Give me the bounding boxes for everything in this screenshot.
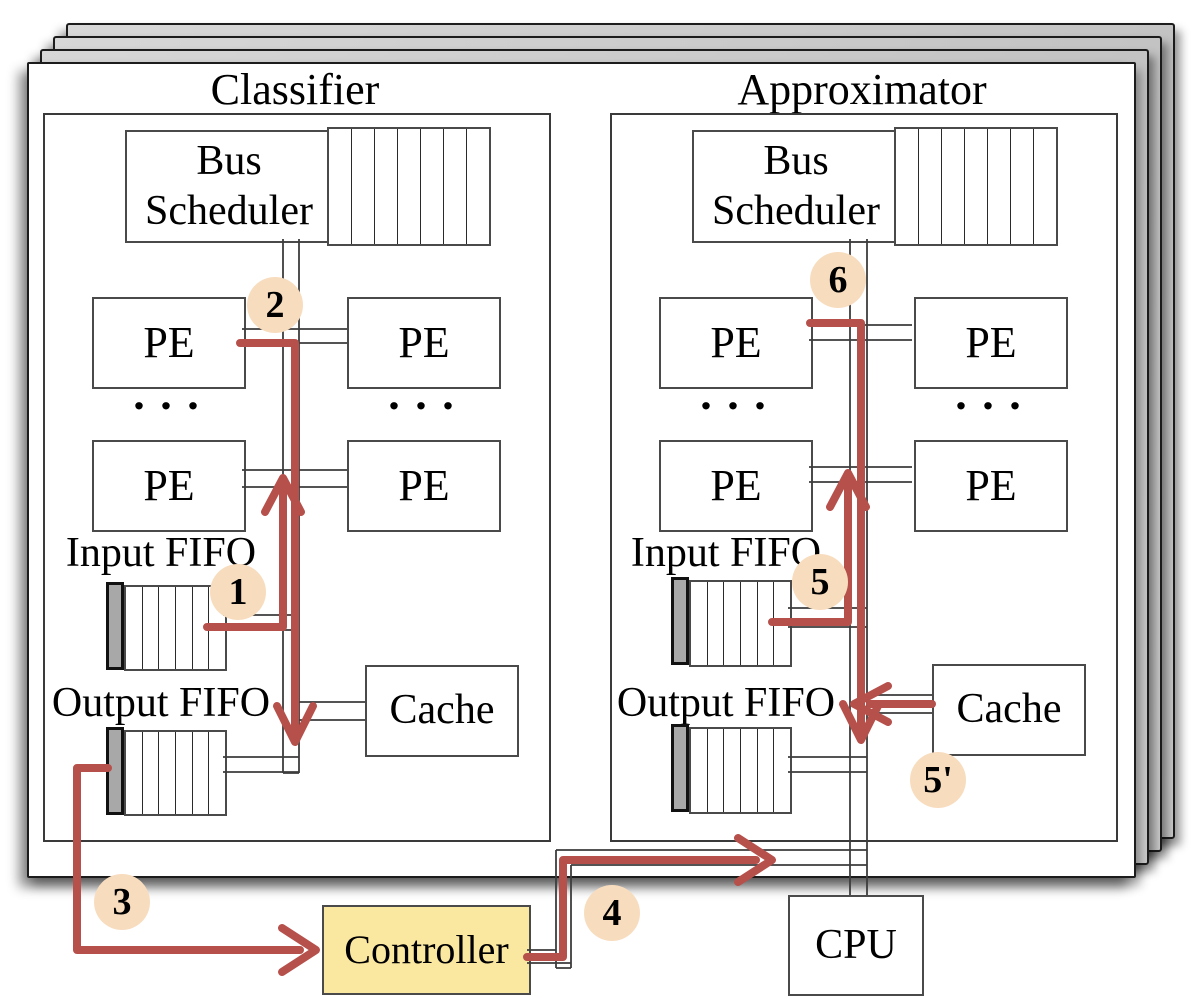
classifier-input-fifo-head <box>106 582 124 670</box>
classifier-cache: Cache <box>365 665 519 757</box>
approximator-ellipsis-left: . . . <box>700 368 768 419</box>
approximator-pe-bottom-left: PE <box>659 440 813 532</box>
approximator-pe-bottom-right: PE <box>914 440 1068 532</box>
step-badge-4: 4 <box>584 885 640 941</box>
queue-slot <box>421 129 444 244</box>
step-badge-2: 2 <box>247 277 303 333</box>
fifo-cell <box>741 729 758 812</box>
approximator-output-fifo-label: Output FIFO <box>616 680 836 726</box>
step-badge-6: 6 <box>810 252 866 308</box>
fifo-cell <box>691 729 708 812</box>
queue-slot <box>352 129 375 244</box>
queue-slot <box>988 129 1011 244</box>
fifo-cell <box>758 582 775 665</box>
queue-slot <box>467 129 489 244</box>
queue-slot <box>1011 129 1034 244</box>
fifo-cell <box>724 729 742 812</box>
fifo-cell <box>724 582 742 665</box>
classifier-output-fifo-head <box>106 727 124 815</box>
fifo-cell <box>126 732 143 814</box>
fifo-cell <box>176 732 193 814</box>
fifo-cell <box>143 587 160 669</box>
fifo-cell <box>193 732 210 814</box>
classifier-pe-top-left: PE <box>92 297 246 389</box>
step-badge-5-prime: 5' <box>910 752 966 808</box>
approximator-input-fifo-cells <box>689 580 792 667</box>
cpu-box: CPU <box>788 895 924 996</box>
step-badge-3: 3 <box>94 874 150 930</box>
classifier-ellipsis-left: . . . <box>133 368 201 419</box>
flow-3-arrowhead <box>278 924 320 976</box>
approximator-bus-scheduler: Bus Scheduler <box>692 130 900 243</box>
queue-slot <box>398 129 421 244</box>
queue-slot <box>896 129 919 244</box>
queue-slot <box>1034 129 1056 244</box>
fifo-cell <box>126 587 143 669</box>
classifier-output-fifo-label: Output FIFO <box>51 680 271 726</box>
approximator-output-fifo-cells <box>689 727 792 814</box>
approximator-pe-top-right: PE <box>914 297 1068 389</box>
fifo-cell <box>774 729 790 812</box>
fifo-cell <box>209 732 225 814</box>
controller-box: Controller <box>322 905 531 995</box>
approximator-cache: Cache <box>932 664 1086 756</box>
queue-slot <box>942 129 965 244</box>
fifo-cell <box>691 582 708 665</box>
fifo-cell <box>708 729 725 812</box>
approximator-input-fifo-head <box>671 577 689 665</box>
queue-slot <box>375 129 398 244</box>
approximator-output-fifo-head <box>671 724 689 812</box>
classifier-pe-bottom-right: PE <box>347 440 501 532</box>
fifo-cell <box>741 582 758 665</box>
classifier-title: Classifier <box>210 65 380 114</box>
classifier-bus-scheduler: Bus Scheduler <box>125 130 333 243</box>
approximator-ellipsis-right: . . . <box>955 368 1023 419</box>
queue-slot <box>919 129 942 244</box>
queue-slot <box>444 129 467 244</box>
classifier-output-fifo-cells <box>124 730 227 816</box>
classifier-ellipsis-right: . . . <box>388 368 456 419</box>
fifo-cell <box>143 732 160 814</box>
fifo-cell <box>774 582 790 665</box>
step-badge-5: 5 <box>792 554 848 610</box>
classifier-pe-bottom-left: PE <box>92 440 246 532</box>
fifo-cell <box>176 587 193 669</box>
fifo-cell <box>159 732 177 814</box>
approximator-title: Approximator <box>737 65 987 114</box>
queue-slot <box>329 129 352 244</box>
queue-slot <box>965 129 988 244</box>
step-badge-1: 1 <box>210 564 266 620</box>
approximator-scheduler-queue <box>894 127 1058 246</box>
classifier-scheduler-queue <box>327 127 491 246</box>
fifo-cell <box>193 587 210 669</box>
fifo-cell <box>758 729 775 812</box>
fifo-cell <box>708 582 725 665</box>
fifo-cell <box>159 587 177 669</box>
